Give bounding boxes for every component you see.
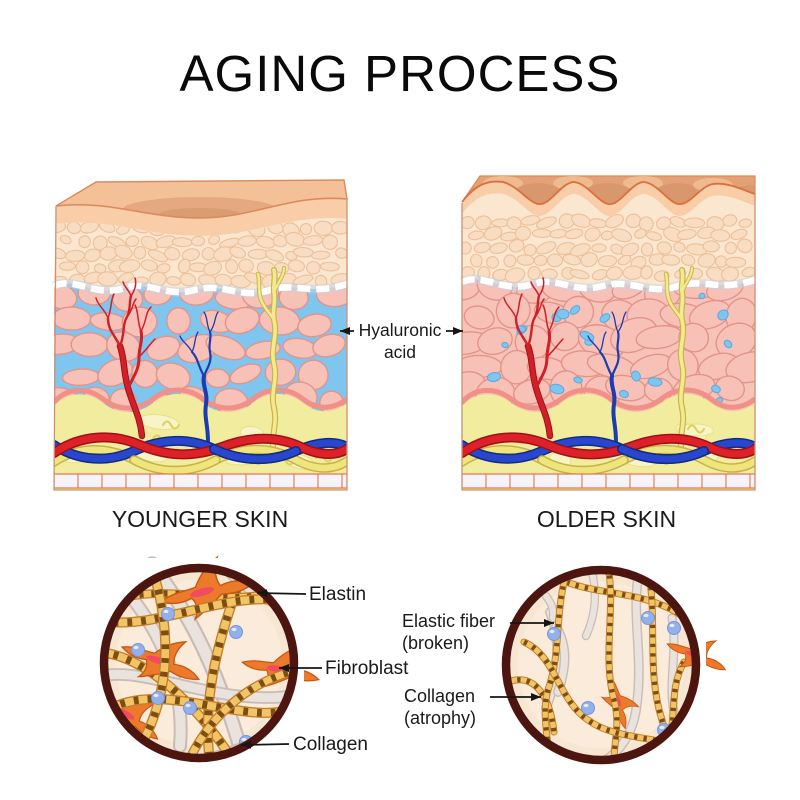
cell-dot xyxy=(183,701,197,715)
epidermis-layer xyxy=(462,181,755,217)
label-elastin: Elastin xyxy=(309,584,367,605)
blood-vessel-plexus xyxy=(462,432,755,476)
label-collagen-atrophy: Collagen (atrophy) xyxy=(404,686,477,728)
basement-membrane xyxy=(52,278,349,298)
vein xyxy=(587,311,627,444)
cell-dot xyxy=(131,643,145,657)
vein xyxy=(179,311,219,444)
artery xyxy=(503,277,564,440)
older-skin-microscopic-view xyxy=(496,560,727,770)
magnifier-ring xyxy=(99,563,299,763)
cell-dot xyxy=(667,621,681,635)
page-title: AGING PROCESS xyxy=(179,45,621,102)
younger-skin-microscopic-view xyxy=(94,555,321,768)
magnifier-ring xyxy=(501,565,701,765)
blood-vessel-plexus xyxy=(54,432,347,476)
caption-older-skin: OLDER SKIN xyxy=(536,506,677,532)
label-fibroblast: Fibroblast xyxy=(325,658,409,679)
label-collagen: Collagen xyxy=(293,734,368,755)
older-skin-cross-section xyxy=(460,175,757,491)
cell-dot xyxy=(547,627,561,641)
hyaluronic-acid-bits xyxy=(486,292,733,406)
cell-dot xyxy=(151,691,165,705)
cell-dot xyxy=(229,625,243,639)
nerve xyxy=(663,266,694,459)
younger-skin-cross-section xyxy=(52,179,349,491)
nerve xyxy=(255,266,286,459)
base-membrane-strip xyxy=(462,473,755,489)
label-elastic-fiber-broken: Elastic fiber (broken) xyxy=(402,611,496,653)
caption-younger-skin: YOUNGER SKIN xyxy=(111,506,289,532)
epidermis-layer xyxy=(56,198,347,236)
cell-dot xyxy=(581,701,595,715)
cell-dot xyxy=(161,607,175,621)
artery xyxy=(95,277,156,440)
cell-dot xyxy=(641,611,655,625)
basement-membrane xyxy=(460,274,757,294)
label-hyaluronic-acid: Hyaluronic acid xyxy=(358,320,442,362)
epidermis-cells xyxy=(462,213,755,284)
base-membrane-strip xyxy=(54,473,347,489)
